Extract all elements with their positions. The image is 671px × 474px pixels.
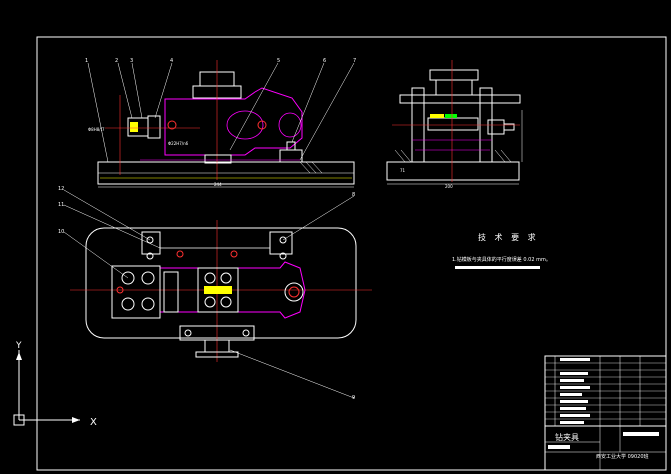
title-block-name: 钻夹具 [555,432,579,442]
callout-10: 10 [58,229,64,235]
dim-front-width: 244 [214,182,222,187]
front-view: 1 2 3 4 5 6 7 Φ8H8/f7 Φ22H7/n6 244 [85,58,356,188]
fit-label-mid: Φ22H7/n6 [168,141,189,146]
title-block: 钻夹具 西安工业大学 09020班 [544,355,667,471]
callout-3: 3 [130,58,133,64]
top-view: 12 11 10 8 9 [58,186,372,401]
callout-11: 11 [58,202,64,208]
drawing-border [36,36,667,471]
callout-2: 2 [115,58,118,64]
ucs-y-label: Y [15,341,22,351]
fit-label-left: Φ8H8/f7 [88,127,105,132]
callout-4: 4 [170,58,173,64]
top-base-plate [85,227,357,339]
callout-8: 8 [352,192,355,198]
tech-requirements-title: 技 术 要 求 [478,233,539,242]
callout-9: 9 [352,395,355,401]
callout-1: 1 [85,58,88,64]
side-base [386,161,520,181]
dim-height-small: 71 [400,168,406,173]
callout-5: 5 [277,58,280,64]
title-block-school: 西安工业大学 09020班 [596,453,649,460]
front-body-outline [164,87,303,156]
callout-7: 7 [353,58,356,64]
ucs-icon: Y X [13,341,97,428]
tech-req-line2-bar [455,266,540,269]
callout-6: 6 [323,58,326,64]
ucs-x-label: X [90,417,97,428]
callout-12: 12 [58,186,64,192]
tech-requirements-line1: 1.钻模板与夹具体的平行度误差 0.02 mm。 [452,257,551,263]
dim-side-width: 200 [445,184,453,189]
side-view: 200 71 [386,60,523,189]
